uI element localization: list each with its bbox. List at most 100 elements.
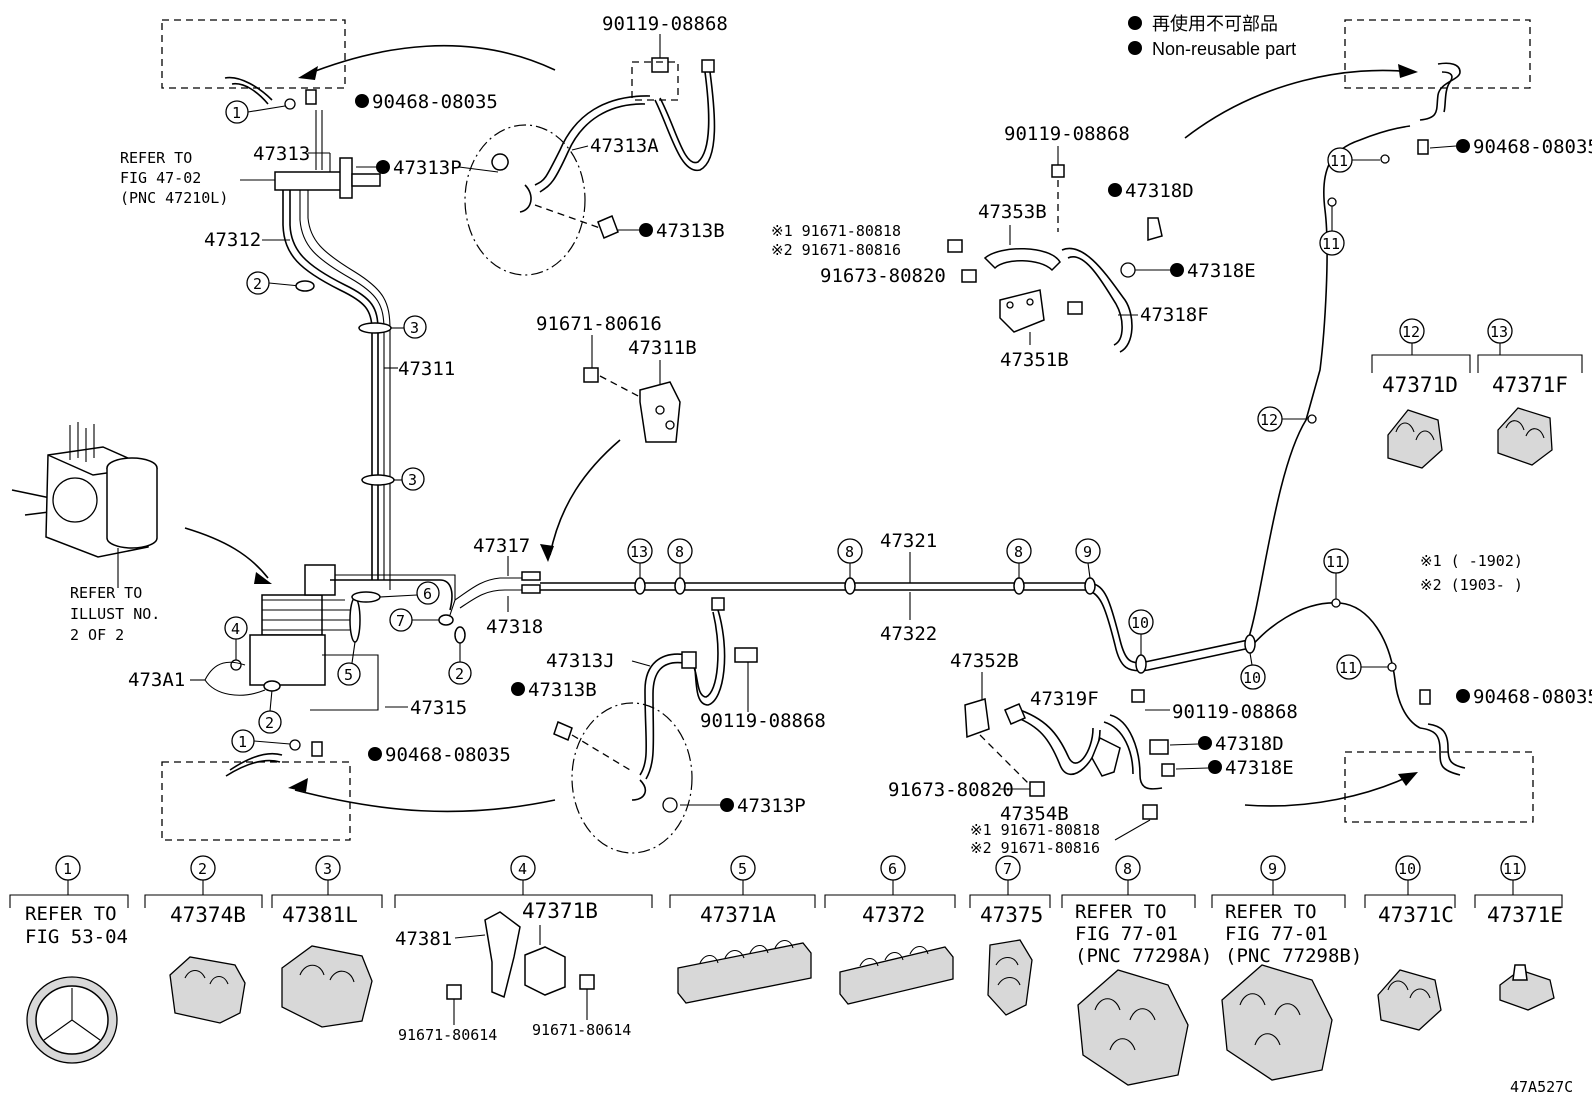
svg-text:2: 2	[253, 275, 262, 293]
svg-text:47311: 47311	[398, 358, 455, 380]
svg-text:2 OF 2: 2 OF 2	[70, 626, 124, 644]
svg-text:11: 11	[1339, 659, 1357, 677]
ref-box-bottom-left	[161, 761, 351, 841]
clip-47374B-icon	[169, 956, 246, 1024]
svg-text:90468-08035: 90468-08035	[1473, 686, 1592, 708]
svg-text:(PNC 47210L): (PNC 47210L)	[120, 189, 228, 207]
svg-text:90468-08035: 90468-08035	[385, 744, 511, 766]
right-lower-bracket-group: 47352B 47319F 90119-08868 47318D 47318E …	[888, 650, 1298, 857]
svg-text:47318F: 47318F	[1140, 304, 1209, 326]
svg-text:9: 9	[1083, 543, 1092, 561]
svg-text:47318E: 47318E	[1225, 757, 1294, 779]
bottom-parts-row: 1 REFER TO FIG 53-04 2 47374B 3 47381L 4…	[9, 855, 1563, 1086]
non-reusable-marker-icon	[639, 223, 653, 237]
svg-text:47321: 47321	[880, 530, 937, 552]
svg-text:47381L: 47381L	[282, 903, 358, 927]
svg-text:ILLUST NO.: ILLUST NO.	[70, 605, 160, 623]
main-brake-lines: 13 8 8 8 9 47321 47322 10 10 12 11 11	[540, 125, 1421, 729]
clip-47371C-icon	[1377, 969, 1442, 1031]
svg-text:8: 8	[845, 543, 854, 561]
callout-3-lower	[401, 467, 425, 491]
svg-text:47311B: 47311B	[628, 337, 697, 359]
svg-text:6: 6	[888, 860, 897, 878]
non-reusable-marker-icon	[1208, 760, 1222, 774]
svg-text:FIG 77-01: FIG 77-01	[1225, 923, 1328, 945]
svg-text:REFER TO: REFER TO	[25, 903, 117, 925]
svg-text:2: 2	[198, 860, 207, 878]
svg-text:5: 5	[344, 666, 353, 684]
top-left-assembly: 1 90468-08035 47313 47313P REFER TO FIG …	[120, 76, 498, 590]
svg-text:13: 13	[1490, 323, 1508, 341]
legend-japanese: 再使用不可部品	[1152, 14, 1278, 35]
non-reusable-marker-icon	[1108, 183, 1122, 197]
svg-text:47312: 47312	[204, 229, 261, 251]
bracket-47311B: 91671-80616 47311B	[536, 313, 697, 443]
bracket-47381-icon	[484, 911, 521, 999]
svg-text:47322: 47322	[880, 623, 937, 645]
svg-text:47354B: 47354B	[1000, 803, 1069, 825]
svg-text:10: 10	[1398, 860, 1416, 878]
svg-text:4: 4	[518, 860, 527, 878]
svg-text:3: 3	[408, 471, 417, 489]
ref-box-top-right	[1344, 19, 1531, 89]
clip-47381L-icon	[281, 945, 373, 1028]
brake-distribution-block	[274, 171, 351, 191]
svg-text:3: 3	[410, 319, 419, 337]
svg-text:47313A: 47313A	[590, 135, 659, 157]
svg-text:47319F: 47319F	[1030, 688, 1099, 710]
svg-text:9: 9	[1268, 860, 1277, 878]
legend: 再使用不可部品 Non-reusable part	[1128, 14, 1296, 59]
non-reusable-marker-icon	[1128, 16, 1142, 30]
svg-text:13: 13	[630, 543, 648, 561]
svg-text:(PNC 77298B): (PNC 77298B)	[1225, 945, 1362, 967]
non-reusable-marker-icon	[1198, 736, 1212, 750]
ref-box-top-left	[161, 19, 346, 89]
grommet-icon	[26, 976, 118, 1064]
diagram-code: 47A527C	[1510, 1078, 1573, 1096]
svg-text:90468-08035: 90468-08035	[1473, 136, 1592, 158]
non-reusable-marker-icon	[1128, 41, 1142, 55]
svg-text:12: 12	[1402, 323, 1420, 341]
svg-text:※1 ( -1902): ※1 ( -1902)	[1420, 552, 1523, 570]
svg-text:473A1: 473A1	[128, 669, 185, 691]
svg-text:11: 11	[1322, 235, 1340, 253]
svg-text:※1 91671-80818: ※1 91671-80818	[970, 821, 1100, 839]
callout-6	[416, 581, 440, 605]
svg-text:47313P: 47313P	[393, 157, 462, 179]
svg-text:47371A: 47371A	[700, 903, 776, 927]
svg-text:47371B: 47371B	[522, 899, 598, 923]
svg-text:※2 (1903- ): ※2 (1903- )	[1420, 576, 1523, 594]
hose-47313A: 90119-08868 47313A 47313B	[458, 13, 728, 276]
right-upper-bracket-group: 90119-08868 47318D 47353B ※1 91671-80818…	[771, 123, 1256, 371]
flow-arrows	[184, 44, 1418, 813]
non-reusable-marker-icon	[368, 747, 382, 761]
non-reusable-marker-icon	[511, 682, 525, 696]
svg-text:47318D: 47318D	[1215, 733, 1284, 755]
svg-text:1: 1	[232, 104, 241, 122]
central-cluster: 4 473A1 5 6 7 2 2 47315 47317 47318	[128, 535, 543, 777]
svg-text:4: 4	[231, 620, 240, 638]
clip-47371F-icon	[1497, 407, 1553, 466]
svg-text:47371F: 47371F	[1492, 373, 1568, 397]
clip-47372-icon	[839, 946, 954, 1005]
svg-text:7: 7	[1003, 860, 1012, 878]
top-right-assembly: 90468-08035 90468-08035 12 13 47371D 473…	[1371, 62, 1592, 776]
non-reusable-marker-icon	[1170, 263, 1184, 277]
svg-text:11: 11	[1503, 860, 1521, 878]
svg-text:47313B: 47313B	[656, 220, 725, 242]
svg-text:REFER TO: REFER TO	[1225, 901, 1317, 923]
svg-text:8: 8	[1014, 543, 1023, 561]
callout-3	[403, 315, 427, 339]
svg-text:90119-08868: 90119-08868	[1172, 701, 1298, 723]
svg-text:FIG 53-04: FIG 53-04	[25, 926, 128, 948]
svg-text:47372: 47372	[862, 903, 925, 927]
non-reusable-marker-icon	[355, 94, 369, 108]
svg-text:47381: 47381	[395, 928, 452, 950]
svg-text:※2 91671-80816: ※2 91671-80816	[771, 241, 901, 259]
svg-text:7: 7	[396, 612, 405, 630]
svg-text:90468-08035: 90468-08035	[372, 91, 498, 113]
svg-text:FIG 77-01: FIG 77-01	[1075, 923, 1178, 945]
clamp-77298A-icon	[1077, 969, 1189, 1086]
svg-text:8: 8	[675, 543, 684, 561]
